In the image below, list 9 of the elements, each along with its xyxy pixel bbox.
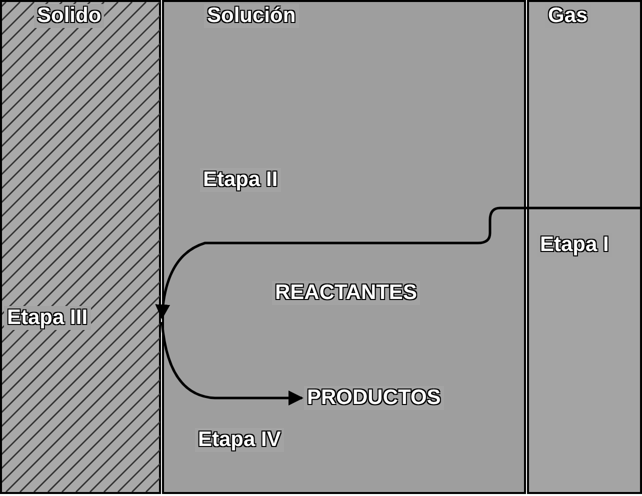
arrow xyxy=(160,322,304,406)
stage-label: REACTANTES xyxy=(272,281,420,305)
phase-heading: Solución xyxy=(204,4,299,28)
arrow xyxy=(156,206,642,320)
phase-heading: Solido xyxy=(34,4,104,28)
stage-label: Etapa II xyxy=(200,168,281,192)
product-label: PRODUCTOS xyxy=(304,386,444,410)
stage-label: Etapa III xyxy=(4,306,91,330)
stage-label: Etapa IV xyxy=(195,428,284,452)
